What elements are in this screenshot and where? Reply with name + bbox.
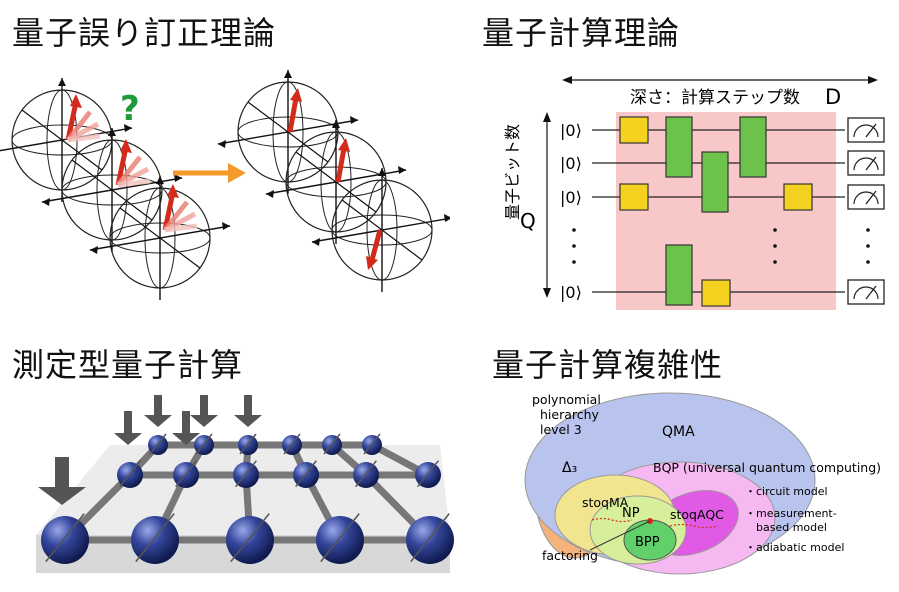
bloch-sphere-icon [217,70,359,195]
qubit-sphere [41,516,89,564]
depth-symbol: D [825,85,841,109]
measurement-arrow-icon [234,395,262,427]
ph-label: hierarchy [540,407,600,422]
measurement-arrow-icon [172,411,200,445]
measurement-arrow-icon [114,411,142,445]
measurement-arrow-icon [38,457,86,505]
two-qubit-gate [739,116,767,178]
ph-label: level 3 [540,422,582,437]
ket: |0⟩ [560,283,582,302]
single-qubit-gate [701,279,731,307]
measurement-meter-icon [847,184,885,210]
bloch-sphere-icon [311,167,450,293]
mbqc-title: 測定型量子計算 [12,346,244,384]
qec-title: 量子誤り訂正理論 [12,14,277,52]
single-qubit-gate [783,183,813,211]
measurement-meter-icon [847,117,885,143]
bloch-sphere-icon [265,119,407,245]
qubit-symbol: Q [520,209,536,233]
qct-title: 量子計算理論 [482,14,681,52]
question-mark: ? [120,89,140,129]
model-item: based model [756,521,827,534]
delta3-label: Δ₃ [562,460,577,476]
depth-label: 深さ：計算ステップ数 [630,88,800,108]
np-label: NP [622,506,640,521]
single-qubit-gate [619,183,649,211]
bqp-label: BQP (universal quantum computing) [653,460,881,475]
measurement-meter-icon [847,150,885,176]
complexity-diagram: polynomial hierarchy level 3 Δ₃ QMA BQP … [524,392,881,575]
stoqaqc-label: stoqAQC [670,507,724,522]
two-qubit-gate [701,151,729,213]
measurement-arrow-icon [190,395,218,427]
circuit-diagram: 深さ：計算ステップ数 D 量子ビット数 Q |0⟩ |0⟩ |0⟩ |0⟩ [503,76,885,310]
stoqma-label: stoqMA [582,495,629,510]
measurement-meter-icon [847,279,885,305]
complexity-title: 量子計算複雑性 [492,346,724,384]
model-item: ・adiabatic model [745,541,844,554]
qubit-sphere [131,516,179,564]
two-qubit-gate [665,244,693,306]
orange-arrow-icon [173,163,246,183]
bpp-label: BPP [635,535,660,550]
model-item: ・circuit model [745,485,828,498]
two-qubit-gate [665,116,693,178]
ket: |0⟩ [560,121,582,140]
qubit-sphere [226,516,274,564]
qma-label: QMA [662,424,695,440]
factoring-label: factoring [542,548,598,563]
qec-illustration: ? [0,70,450,300]
single-qubit-gate [619,116,649,144]
bloch-sphere-icon [89,175,231,300]
measurement-arrow-icon [144,395,172,427]
mbqc-lattice [36,395,454,573]
qubit-sphere [316,516,364,564]
ket: |0⟩ [560,188,582,207]
qubit-label: 量子ビット数 [503,124,522,220]
ket: |0⟩ [560,154,582,173]
ph-label: polynomial [532,392,601,407]
model-item: ・measurement- [745,507,837,520]
qubit-sphere [406,516,454,564]
